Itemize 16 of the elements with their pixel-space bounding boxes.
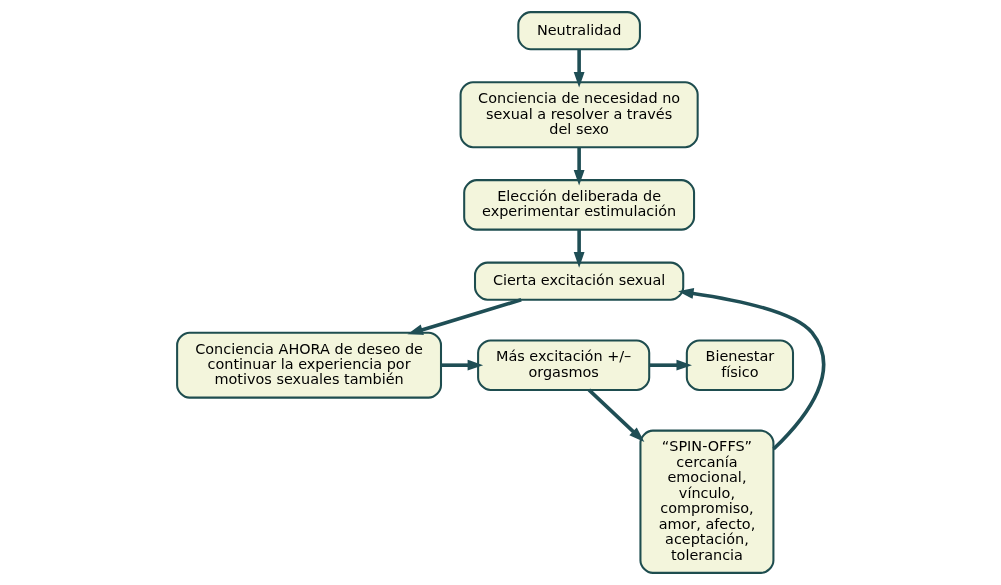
arrow bbox=[573, 147, 585, 186]
node-box: Más excitación +/– orgasmos bbox=[477, 339, 651, 391]
arrow bbox=[573, 229, 585, 268]
arrow bbox=[587, 388, 645, 442]
arrow bbox=[649, 359, 692, 371]
arrow bbox=[678, 288, 826, 451]
arrow bbox=[441, 359, 484, 371]
node-box: Conciencia de necesidad no sexual a resolver a través del sexo bbox=[459, 81, 699, 149]
node-box: Conciencia AHORA de deseo de continuar la experiencia por motivos sexuales también bbox=[176, 331, 443, 399]
node-box: “SPIN-OFFS” cercanía emocional, vínculo, compromiso, amor, afecto, aceptación, tolerancia bbox=[639, 429, 775, 574]
node-box: Cierta excitación sexual bbox=[474, 261, 685, 301]
node-box: Elección deliberada de experimentar estimulación bbox=[463, 179, 696, 231]
arrow bbox=[573, 49, 585, 88]
node-box: Bienestar físico bbox=[685, 339, 795, 391]
node-box: Neutralidad bbox=[517, 11, 641, 51]
arrow bbox=[407, 298, 522, 335]
